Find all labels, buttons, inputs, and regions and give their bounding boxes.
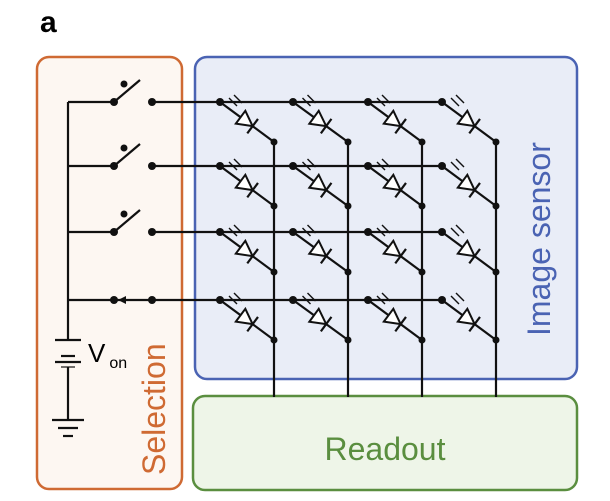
- photodiode-icon: [216, 224, 278, 276]
- photodiode-icon: [438, 292, 500, 344]
- selection-label: Selection: [136, 343, 172, 475]
- photodiode-icon: [289, 94, 352, 146]
- row-switch-icon: [110, 296, 156, 304]
- image-sensor-label: Image sensor: [521, 142, 557, 336]
- photodiode-icon: [364, 292, 426, 344]
- photodiode-icon: [364, 158, 426, 210]
- photodiode-icon: [364, 94, 426, 146]
- panel-letter: a: [40, 6, 57, 39]
- voltage-source-icon: [55, 338, 81, 368]
- ground-icon: [52, 418, 84, 438]
- photodiode-icon: [289, 158, 352, 210]
- row-switch-icon: [110, 209, 156, 236]
- row-switches: [110, 79, 156, 304]
- photodiode-icon: [438, 94, 500, 146]
- photodiode-icon: [289, 224, 352, 276]
- photodiode-icon: [216, 94, 278, 146]
- photodiode-icon: [364, 224, 426, 276]
- row-switch-icon: [110, 143, 156, 170]
- photodiode-icon: [216, 158, 278, 210]
- photodiode-grid: [68, 94, 500, 397]
- image-sensor-block: [193, 55, 579, 381]
- readout-label: Readout: [325, 431, 446, 467]
- readout-block: [191, 394, 579, 492]
- row-switch-icon: [110, 79, 156, 106]
- photodiode-icon: [438, 158, 500, 210]
- photodiode-icon: [438, 224, 500, 276]
- voltage-label: V on: [88, 338, 127, 372]
- photodiode-icon: [216, 292, 278, 344]
- selection-circuit: V on: [52, 102, 127, 438]
- photodiode-icon: [289, 292, 352, 344]
